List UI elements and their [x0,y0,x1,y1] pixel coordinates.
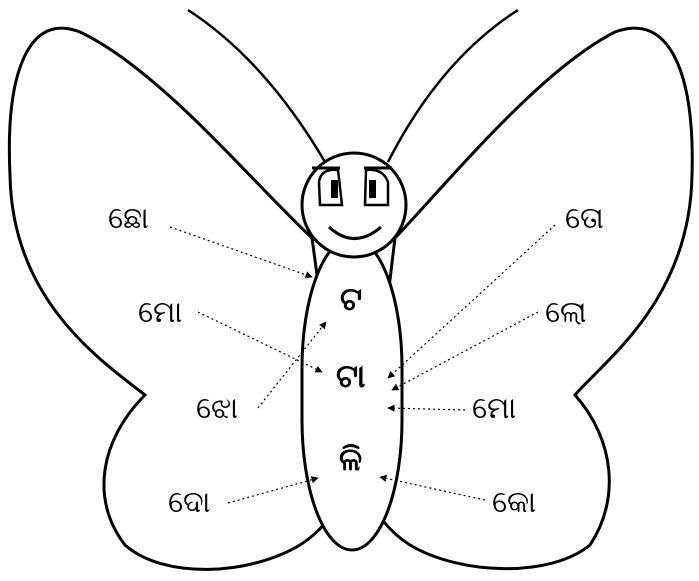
outer-label: ଛୋ [108,201,149,236]
body-syllable: ଟା [336,357,365,395]
outer-label: ଲୋ [545,295,587,330]
outer-label: ମୋ [138,295,182,330]
outer-label: ତୋ [565,201,604,236]
outer-label: ଦୋ [168,485,211,520]
outer-label: ମୋ [472,391,516,426]
body-syllable: ଟ [340,280,362,318]
outer-label: କୋ [492,485,536,520]
outer-label: ଝୋ [196,391,238,426]
body-syllable: ଳି [339,440,362,478]
